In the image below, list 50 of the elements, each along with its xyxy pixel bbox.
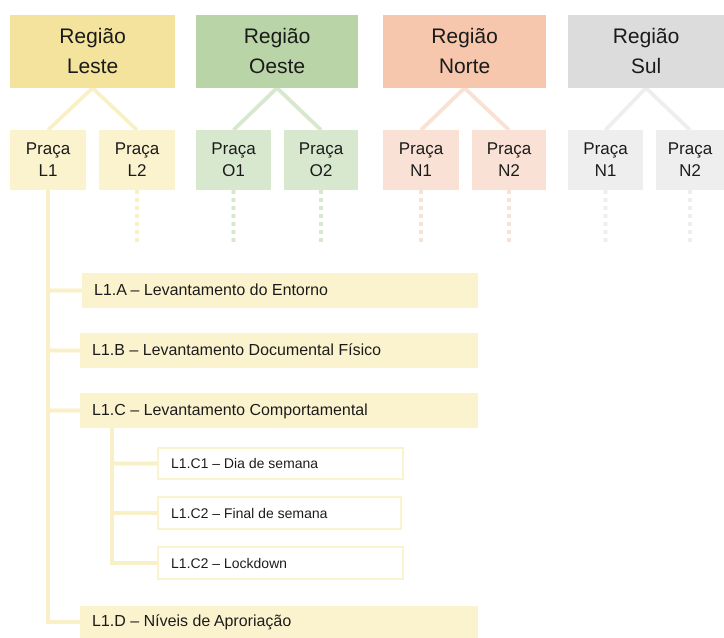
- node-label: L1.C2 – Lockdown: [171, 554, 288, 572]
- connector-line: [46, 86, 94, 132]
- node-label: Região Leste: [58, 24, 127, 80]
- node-label: Praça O1: [210, 138, 257, 182]
- node-label: Região Oeste: [242, 24, 312, 80]
- connector-line: [644, 86, 692, 132]
- dotted-line: [507, 190, 511, 245]
- dotted-line: [232, 190, 236, 245]
- task-box: [157, 546, 404, 580]
- square-box: [284, 130, 358, 190]
- node-label: L1.C1 – Dia de semana: [171, 454, 320, 473]
- task-box: [157, 496, 402, 530]
- node-label: L1.A – Levantamento do Entorno: [94, 280, 329, 300]
- dotted-line: [319, 190, 323, 245]
- node-label: L1.D – Níveis de Aproriação: [92, 612, 292, 632]
- task-box: [80, 333, 478, 368]
- connector-line: [232, 86, 278, 132]
- connector-line: [276, 86, 322, 132]
- task-box: [80, 606, 478, 638]
- connector-line: [463, 86, 510, 132]
- square-box: [383, 130, 459, 190]
- square-box: [196, 130, 271, 190]
- region-box: [383, 15, 546, 88]
- node-label: Praça L1: [24, 138, 72, 182]
- connector-line: [46, 190, 80, 624]
- task-box: [82, 273, 478, 308]
- square-box: [10, 130, 86, 190]
- node-label: Praça N1: [582, 138, 629, 182]
- node-label: Praça N2: [486, 138, 532, 182]
- node-label: Região Norte: [430, 24, 499, 80]
- node-label: Praça N2: [666, 138, 714, 182]
- node-label: L1.C2 – Final de semana: [171, 504, 328, 522]
- region-box: [196, 15, 358, 88]
- connector-line: [91, 86, 138, 132]
- square-box: [99, 130, 175, 190]
- node-label: Praça L2: [114, 138, 160, 182]
- dotted-line: [419, 190, 423, 245]
- task-box: [157, 447, 404, 480]
- connector-line: [604, 86, 648, 132]
- node-label: Praça O2: [298, 138, 344, 182]
- task-box: [80, 393, 478, 428]
- node-label: Praça N1: [398, 138, 444, 182]
- dotted-line: [135, 190, 139, 245]
- region-box: [568, 15, 724, 88]
- node-label: L1.C – Levantamento Comportamental: [92, 400, 369, 420]
- connector-line: [420, 86, 466, 132]
- node-label: Região Sul: [612, 24, 680, 80]
- region-box: [10, 15, 175, 88]
- square-box: [472, 130, 546, 190]
- node-label: L1.B – Levantamento Documental Físico: [92, 340, 382, 360]
